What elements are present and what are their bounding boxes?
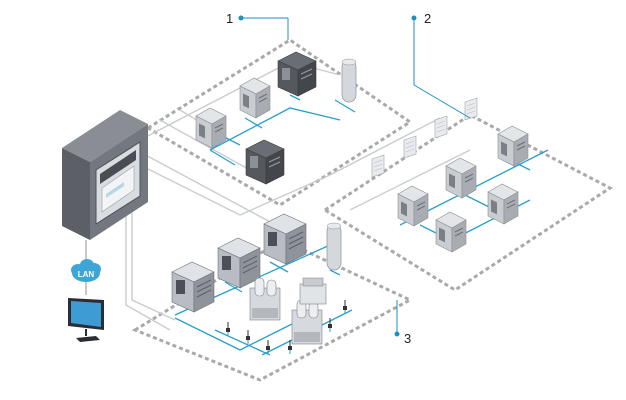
dryer-icon [249,277,281,321]
dryer-icon [299,277,327,305]
drain-valve-icon [225,321,231,337]
monitor-icon[interactable] [68,298,104,342]
drain-valve-icon [245,329,251,345]
air-receiver-tank-icon [326,222,342,271]
compressor-icon [277,51,317,97]
compressor-icon [239,77,271,119]
compressor-icon [435,211,467,253]
callout-2: 2 [411,11,471,119]
drain-valve-icon [342,299,348,315]
zone-borders [131,38,613,382]
zone-3-equipment [171,213,348,355]
compressor-icon [195,107,227,149]
zone-2-border [322,113,613,292]
compressor-icon [397,185,429,227]
filter-icon [371,154,385,178]
callout-3-label: 3 [404,331,411,346]
zone-2-equipment [371,97,529,253]
zone-1-equipment [195,51,357,185]
callout-3: 3 [394,300,411,346]
compressor-icon [497,125,529,167]
filter-icon [403,135,417,159]
compressor-icon [445,157,477,199]
filter-icon [434,115,448,139]
filter-icon [464,97,478,121]
air-receiver-tank-icon [341,58,357,103]
lan-cloud-icon[interactable]: LAN [71,259,101,282]
callout-2-label: 2 [424,11,431,26]
callout-1: 1 [226,11,289,40]
compressor-icon [217,237,261,289]
dryer-icon [291,299,323,345]
callout-1-label: 1 [226,11,233,26]
compressor-icon [487,183,519,225]
compressor-icon [263,213,307,265]
compressor-icon [245,139,285,185]
lan-label: LAN [78,270,95,279]
air-pipes [174,94,549,356]
compressor-icon [171,261,215,313]
controller-cabinet-icon[interactable] [62,110,148,240]
